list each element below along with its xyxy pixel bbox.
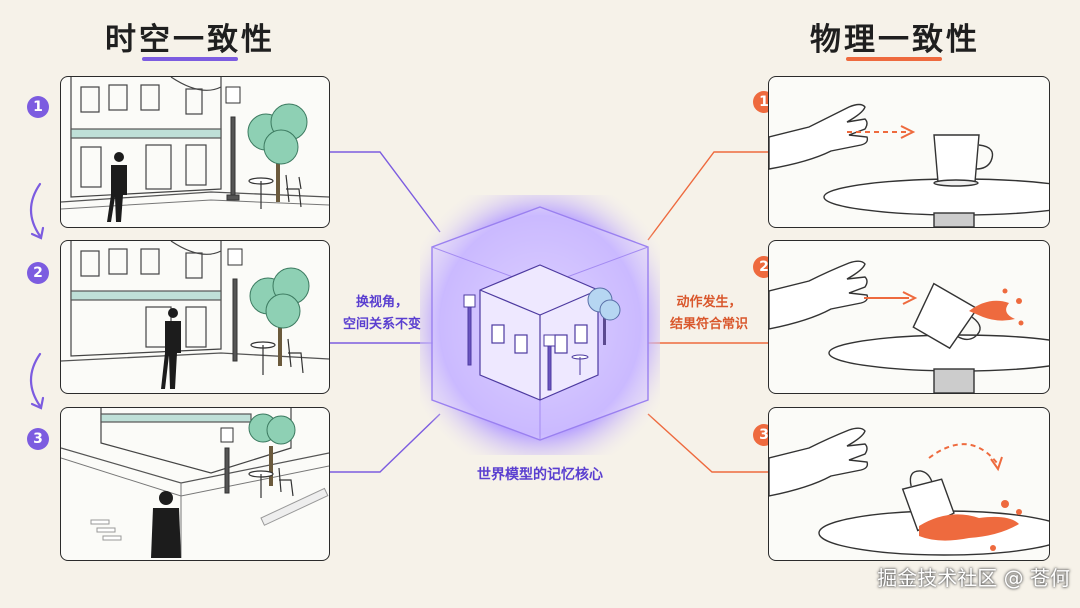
table-icon bbox=[823, 178, 1049, 227]
arrow-head-icon bbox=[902, 291, 918, 305]
street-scene-illustration bbox=[61, 241, 329, 389]
splash-icon bbox=[969, 288, 1024, 326]
left-caption-line-2: 空间关系不变 bbox=[342, 317, 421, 332]
left-panel-view-1 bbox=[60, 76, 330, 228]
watermark: 掘金技术社区 @ 苍何 bbox=[877, 566, 1070, 590]
streetlamp-icon bbox=[463, 294, 556, 391]
left-caption-line-1: 换视角， bbox=[355, 295, 408, 310]
left-panel-view-2 bbox=[60, 240, 330, 394]
streetlamp-icon bbox=[225, 86, 241, 201]
arrow-head-icon bbox=[900, 125, 916, 139]
right-connector-bottom bbox=[647, 413, 768, 473]
hand-icon bbox=[769, 427, 869, 497]
tree-icon bbox=[249, 267, 310, 366]
tree-icon bbox=[587, 287, 621, 345]
streetlamp-icon bbox=[220, 427, 234, 494]
curved-arrow-2 bbox=[29, 352, 42, 408]
street-scene-illustration bbox=[61, 77, 329, 222]
street-scene-illustration bbox=[61, 408, 329, 558]
right-connector-top bbox=[647, 151, 768, 241]
person-icon bbox=[161, 308, 181, 389]
tree-icon bbox=[248, 413, 296, 486]
arrow-head-icon bbox=[990, 456, 1003, 472]
right-panel-step-1 bbox=[768, 76, 1050, 228]
streetlamp-icon bbox=[227, 248, 243, 362]
right-heading-underline bbox=[846, 57, 942, 61]
right-panel-step-3 bbox=[768, 407, 1050, 561]
building-icon bbox=[70, 241, 222, 357]
left-panel-view-3 bbox=[60, 407, 330, 561]
cup-icon bbox=[933, 134, 994, 187]
cup-tipping-illustration bbox=[769, 260, 1049, 393]
left-caption: 换视角， 空间关系不变 bbox=[332, 292, 432, 336]
right-heading: 物理一致性 bbox=[810, 22, 980, 58]
arrow-icon bbox=[928, 443, 998, 464]
memory-core-cube bbox=[420, 195, 660, 455]
building-icon bbox=[479, 264, 599, 401]
center-label: 世界模型的记忆核心 bbox=[477, 467, 603, 483]
right-panel-step-2 bbox=[768, 240, 1050, 394]
right-caption-line-1: 动作发生， bbox=[676, 295, 742, 310]
cafe-table-icon bbox=[248, 174, 302, 209]
spill-icon bbox=[919, 500, 1022, 551]
building-icon bbox=[70, 77, 222, 198]
curved-arrow-1-head bbox=[30, 226, 45, 240]
cup-spilled-illustration bbox=[769, 427, 1049, 556]
left-step-badge-3: 3 bbox=[27, 428, 49, 450]
left-heading: 时空一致性 bbox=[105, 22, 275, 58]
cafe-table-icon bbox=[250, 338, 304, 375]
right-caption-line-2: 结果符合常识 bbox=[669, 317, 748, 332]
left-heading-underline bbox=[142, 57, 238, 61]
cafe-table-icon bbox=[571, 354, 589, 375]
table-icon bbox=[828, 334, 1049, 393]
curved-arrow-2-head bbox=[30, 396, 45, 410]
cup-icon bbox=[912, 282, 981, 350]
left-step-badge-1: 1 bbox=[27, 96, 49, 118]
tree-icon bbox=[247, 103, 308, 202]
person-icon bbox=[151, 491, 181, 558]
cafe-table-icon bbox=[248, 467, 294, 498]
right-caption: 动作发生， 结果符合常识 bbox=[654, 292, 764, 336]
crosswalk-icon bbox=[90, 519, 122, 541]
curved-arrow-1 bbox=[29, 182, 42, 238]
cup-on-table-illustration bbox=[769, 103, 1049, 227]
hand-icon bbox=[769, 260, 869, 330]
person-icon bbox=[107, 152, 127, 222]
hand-icon bbox=[769, 103, 869, 170]
left-step-badge-2: 2 bbox=[27, 262, 49, 284]
